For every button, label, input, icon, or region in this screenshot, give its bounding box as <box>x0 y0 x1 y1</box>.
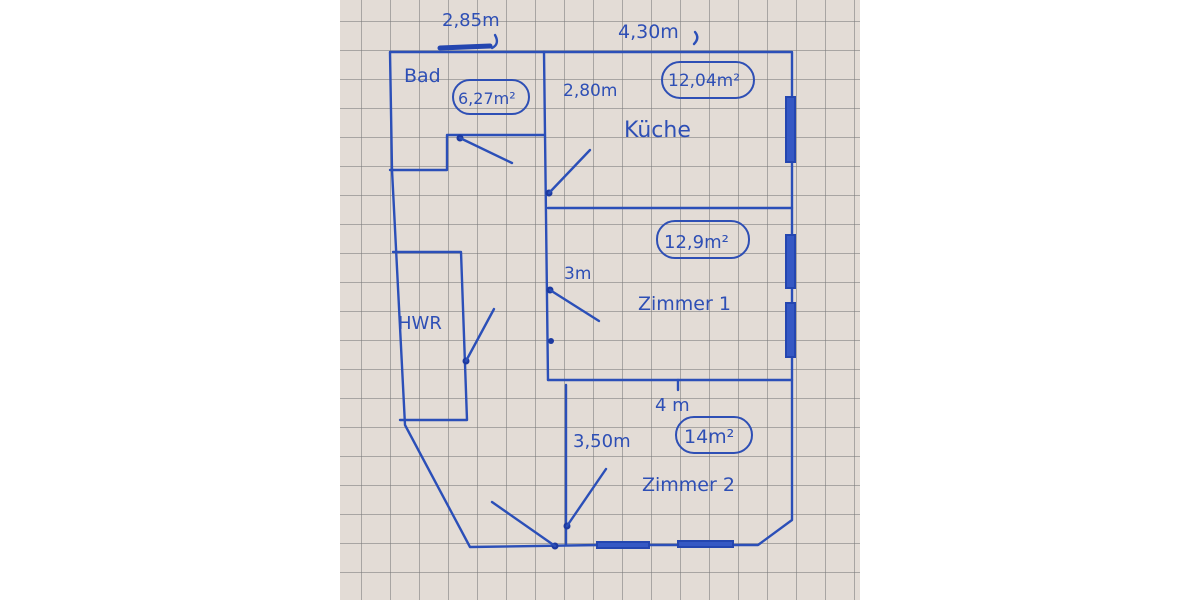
door-zimmer1 <box>548 288 601 323</box>
room-label-zimmer1: Zimmer 1 <box>638 293 731 315</box>
dim-top-left: 2,85m <box>442 10 500 31</box>
outer-wall <box>388 50 794 549</box>
window-zimmer2-a <box>596 541 650 549</box>
room-label-kueche: Küche <box>624 118 691 143</box>
room-label-bad: Bad <box>404 65 441 87</box>
area-zimmer2: 14m² <box>684 426 734 448</box>
door-hwr <box>464 307 496 363</box>
room-label-hwr: HWR <box>398 313 442 334</box>
dim-room1-side: 3m <box>564 264 591 284</box>
dim-room2-side: 3,50m <box>573 431 631 452</box>
window-zimmer2-b <box>677 540 734 548</box>
bad-walls <box>388 133 546 172</box>
hwr-walls <box>391 250 469 422</box>
top-door-marker <box>437 43 493 51</box>
dim-room2-top: 4 m <box>655 395 690 416</box>
dimension-hook <box>490 33 499 50</box>
door-entrance <box>490 500 557 548</box>
partition-vertical <box>542 50 550 382</box>
window-kueche <box>785 96 796 163</box>
door-kueche <box>547 148 592 195</box>
area-bad: 6,27m² <box>458 89 516 108</box>
room-label-zimmer2: Zimmer 2 <box>642 474 735 496</box>
grid-paper <box>340 0 860 600</box>
dim-top-right: 4,30m <box>618 21 679 43</box>
dim-kitchen-side: 2,80m <box>563 81 617 101</box>
area-kueche: 12,04m² <box>668 71 740 91</box>
area-zimmer1: 12,9m² <box>664 232 729 253</box>
window-zimmer1-a <box>785 234 796 289</box>
door-zimmer2 <box>565 467 608 528</box>
dimension-hook <box>692 30 699 46</box>
window-zimmer1-b <box>785 302 796 358</box>
door-bad <box>458 136 514 165</box>
